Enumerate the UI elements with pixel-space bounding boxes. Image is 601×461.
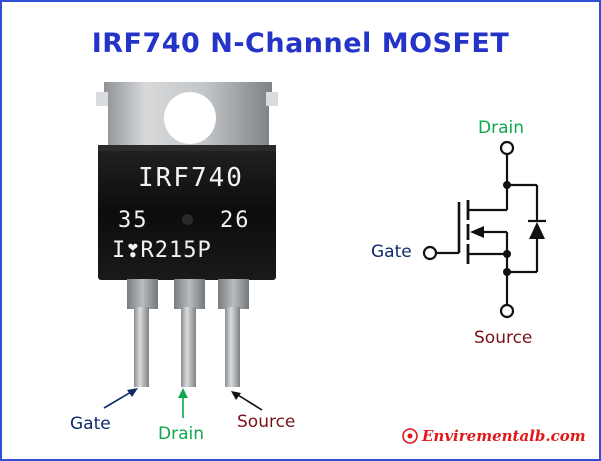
lead-shoulder-source (218, 279, 249, 309)
chip-dot-icon (182, 214, 193, 225)
source-pointer-arrow (231, 391, 263, 411)
page-title: IRF740 N-Channel MOSFET (91, 28, 510, 59)
lead-source (225, 307, 240, 387)
source-terminal (499, 303, 515, 319)
package-gate-label: Gate (70, 414, 111, 434)
body-diode (529, 222, 545, 239)
symbol-gate-label: Gate (371, 242, 412, 262)
watermark-text: Envirementalb.com (422, 427, 586, 445)
chip-mfr-line: I❣R215P (112, 238, 212, 263)
lead-drain (181, 307, 196, 387)
lead-shoulder-gate (127, 279, 158, 309)
body-arrow (470, 226, 484, 238)
symbol-source-label: Source (474, 328, 533, 348)
drain-pointer-arrow (178, 388, 188, 418)
lead-gate (134, 307, 149, 387)
package-source-label: Source (237, 412, 296, 432)
chip-code-right: 26 (220, 208, 251, 233)
chip-part-number: IRF740 (138, 163, 244, 193)
package-drain-label: Drain (158, 424, 204, 444)
drain-terminal (499, 140, 515, 156)
mounting-hole (164, 92, 216, 144)
chip-code-left: 35 (118, 208, 149, 233)
watermark-logo-icon (402, 428, 418, 444)
lead-shoulder-drain (174, 279, 205, 309)
gate-terminal (422, 245, 438, 261)
package-body (98, 145, 276, 280)
gate-pointer-arrow (103, 388, 138, 409)
symbol-drain-label: Drain (478, 118, 524, 138)
